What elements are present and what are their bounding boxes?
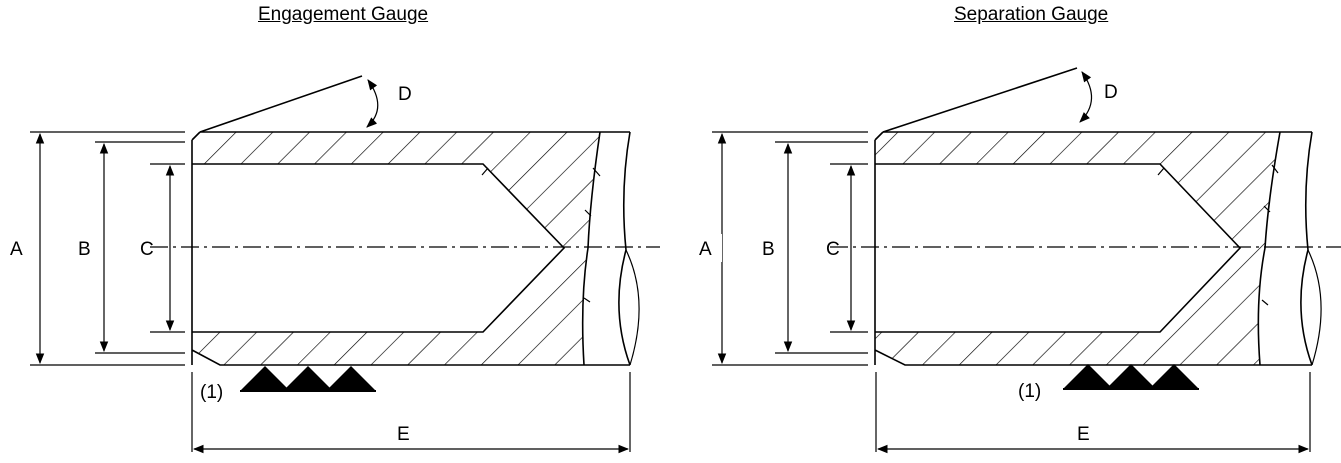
extension-lines bbox=[712, 131, 1311, 452]
separation-gauge-title: Separation Gauge bbox=[954, 4, 1109, 25]
break-curve bbox=[625, 249, 640, 366]
surface-texture-icon bbox=[240, 366, 376, 392]
label-a: A bbox=[10, 239, 23, 260]
engagement-gauge-title: Engagement Gauge bbox=[258, 4, 429, 25]
break-ticks bbox=[481, 167, 601, 303]
label-e: E bbox=[1077, 424, 1090, 445]
chamfer-line bbox=[199, 75, 363, 133]
label-d: D bbox=[1104, 82, 1118, 103]
surface-texture-icon bbox=[1063, 364, 1199, 390]
break-curve bbox=[1307, 249, 1322, 366]
extension-lines bbox=[30, 131, 631, 452]
separation-gauge-drawing: A B C D E (1) bbox=[692, 67, 1341, 454]
label-c: C bbox=[140, 239, 154, 260]
engagement-gauge-drawing: A B C D E (1) bbox=[2, 75, 660, 454]
gauge-wall-hatch bbox=[192, 132, 600, 365]
gauge-wall-hatch bbox=[875, 132, 1280, 365]
label-d: D bbox=[398, 84, 412, 105]
angle-arc bbox=[366, 79, 379, 128]
break-ticks bbox=[1157, 164, 1279, 306]
gauge-outline bbox=[874, 131, 1312, 366]
gauge-outline bbox=[191, 131, 630, 366]
label-e: E bbox=[397, 424, 410, 445]
label-c: C bbox=[826, 239, 840, 260]
label-b: B bbox=[762, 239, 775, 260]
label-b: B bbox=[78, 239, 91, 260]
angle-arc bbox=[1079, 71, 1093, 123]
label-a: A bbox=[699, 239, 712, 260]
marker-label: (1) bbox=[1018, 381, 1041, 402]
chamfer-line bbox=[882, 67, 1078, 133]
marker-label: (1) bbox=[200, 382, 223, 403]
